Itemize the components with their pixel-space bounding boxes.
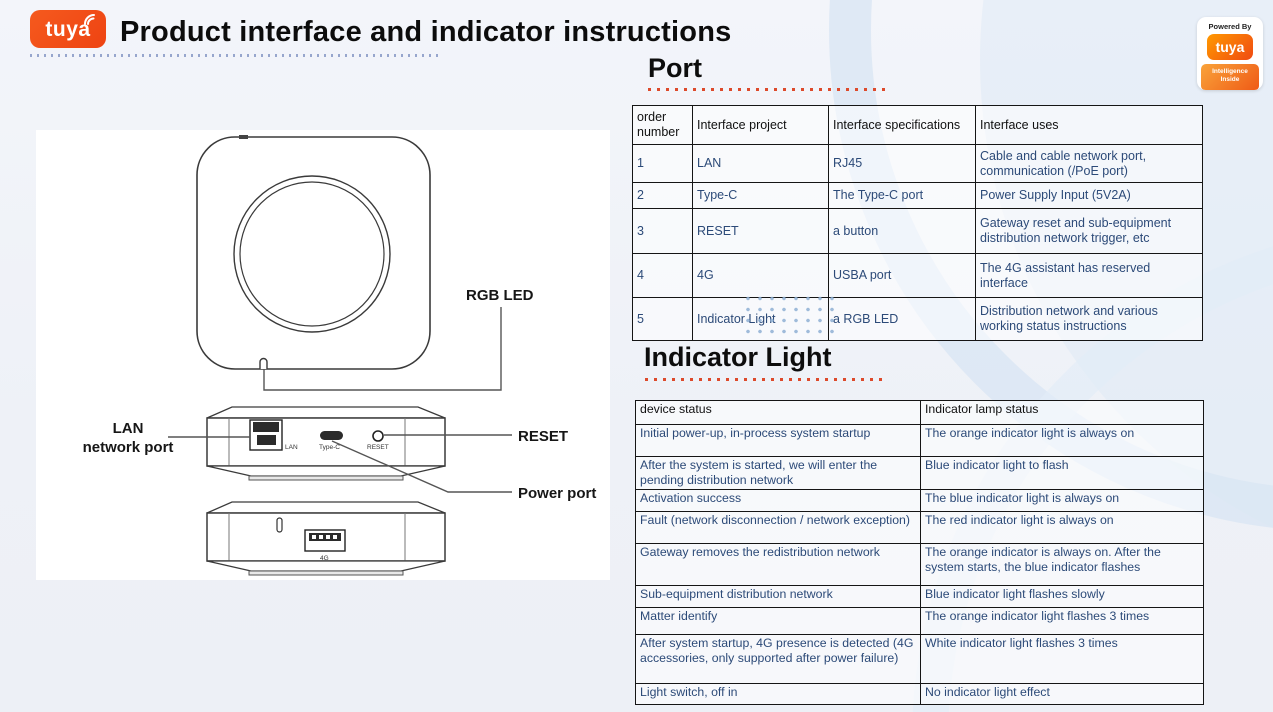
table-cell: 4 bbox=[632, 253, 693, 298]
table-cell: 4G bbox=[692, 253, 829, 298]
table-cell: Gateway reset and sub-equipment distribu… bbox=[975, 208, 1203, 254]
page-title: Product interface and indicator instruct… bbox=[120, 16, 732, 48]
table-cell: Indicator Light bbox=[692, 297, 829, 341]
table-cell: Initial power-up, in-process system star… bbox=[635, 424, 921, 457]
port-section-title: Port bbox=[648, 53, 702, 83]
column-header: Indicator lamp status bbox=[920, 400, 1204, 425]
powered-by-badge: Powered By tuya Intelligence Inside bbox=[1197, 17, 1263, 90]
table-row: After the system is started, we will ent… bbox=[635, 456, 1204, 490]
lan-port-mark: LAN bbox=[285, 444, 298, 451]
table-cell: USBA port bbox=[828, 253, 976, 298]
table-cell: Blue indicator light flashes slowly bbox=[920, 585, 1204, 608]
usb-port-mark: 4G bbox=[320, 555, 329, 562]
table-cell: RESET bbox=[692, 208, 829, 254]
device-diagram-panel: RGB LED LAN Type-C RESET LAN network por… bbox=[36, 130, 610, 580]
rgb-led-label: RGB LED bbox=[466, 287, 534, 304]
column-header: Interface specifications bbox=[828, 105, 976, 145]
table-cell: The orange indicator is always on. After… bbox=[920, 543, 1204, 586]
table-cell: LAN bbox=[692, 144, 829, 183]
tuya-logo-text: tuya bbox=[45, 18, 91, 41]
device-diagram: RGB LED LAN Type-C RESET LAN network por… bbox=[83, 135, 596, 576]
tuya-logo: tuya bbox=[30, 10, 106, 48]
table-cell: Matter identify bbox=[635, 607, 921, 635]
badge-band-line1: Intelligence bbox=[1212, 67, 1248, 75]
table-row: Gateway removes the redistribution netwo… bbox=[635, 543, 1204, 586]
table-row: Initial power-up, in-process system star… bbox=[635, 424, 1204, 457]
table-cell: 5 bbox=[632, 297, 693, 341]
table-cell: The orange indicator light is always on bbox=[920, 424, 1204, 457]
column-header: order number bbox=[632, 105, 693, 145]
reset-label: RESET bbox=[518, 428, 568, 445]
lan-label-line2: network port bbox=[83, 439, 174, 456]
table-cell: 2 bbox=[632, 182, 693, 209]
column-header: Interface project bbox=[692, 105, 829, 145]
power-port-label: Power port bbox=[518, 485, 596, 502]
indicator-section-title: Indicator Light bbox=[644, 342, 832, 372]
powered-by-label: Powered By bbox=[1208, 22, 1252, 31]
column-header: Interface uses bbox=[975, 105, 1203, 145]
table-cell: White indicator light flashes 3 times bbox=[920, 634, 1204, 684]
table-cell: Activation success bbox=[635, 489, 921, 512]
type-c-port-mark: Type-C bbox=[319, 444, 340, 451]
table-cell: Sub-equipment distribution network bbox=[635, 585, 921, 608]
table-row: Fault (network disconnection / network e… bbox=[635, 511, 1204, 544]
table-cell: Distribution network and various working… bbox=[975, 297, 1203, 341]
badge-tuya-logo: tuya bbox=[1207, 34, 1253, 60]
table-cell: Light switch, off in bbox=[635, 683, 921, 705]
table-cell: The Type-C port bbox=[828, 182, 976, 209]
table-cell: Cable and cable network port, communicat… bbox=[975, 144, 1203, 183]
table-cell: After system startup, 4G presence is det… bbox=[635, 634, 921, 684]
lan-label-line1: LAN bbox=[113, 420, 144, 437]
reset-port-mark: RESET bbox=[367, 444, 389, 451]
table-cell: The 4G assistant has reserved interface bbox=[975, 253, 1203, 298]
port-dotted-divider bbox=[648, 88, 891, 91]
indicator-dotted-divider bbox=[645, 378, 888, 381]
table-cell: Gateway removes the redistribution netwo… bbox=[635, 543, 921, 586]
title-dotted-underline bbox=[30, 54, 442, 57]
table-cell: The red indicator light is always on bbox=[920, 511, 1204, 544]
table-cell: After the system is started, we will ent… bbox=[635, 456, 921, 490]
table-cell: Power Supply Input (5V2A) bbox=[975, 182, 1203, 209]
wifi-signal-icon bbox=[84, 14, 95, 25]
table-cell: Blue indicator light to flash bbox=[920, 456, 1204, 490]
table-cell: Fault (network disconnection / network e… bbox=[635, 511, 921, 544]
table-row: After system startup, 4G presence is det… bbox=[635, 634, 1204, 684]
table-cell: 3 bbox=[632, 208, 693, 254]
table-cell: 1 bbox=[632, 144, 693, 183]
table-cell: a RGB LED bbox=[828, 297, 976, 341]
table-cell: No indicator light effect bbox=[920, 683, 1204, 705]
table-cell: a button bbox=[828, 208, 976, 254]
table-cell: Type-C bbox=[692, 182, 829, 209]
table-cell: The orange indicator light flashes 3 tim… bbox=[920, 607, 1204, 635]
badge-band-line2: Inside bbox=[1220, 76, 1240, 83]
table-cell: The blue indicator light is always on bbox=[920, 489, 1204, 512]
table-cell: RJ45 bbox=[828, 144, 976, 183]
column-header: device status bbox=[635, 400, 921, 425]
badge-band: Intelligence Inside bbox=[1201, 64, 1259, 90]
